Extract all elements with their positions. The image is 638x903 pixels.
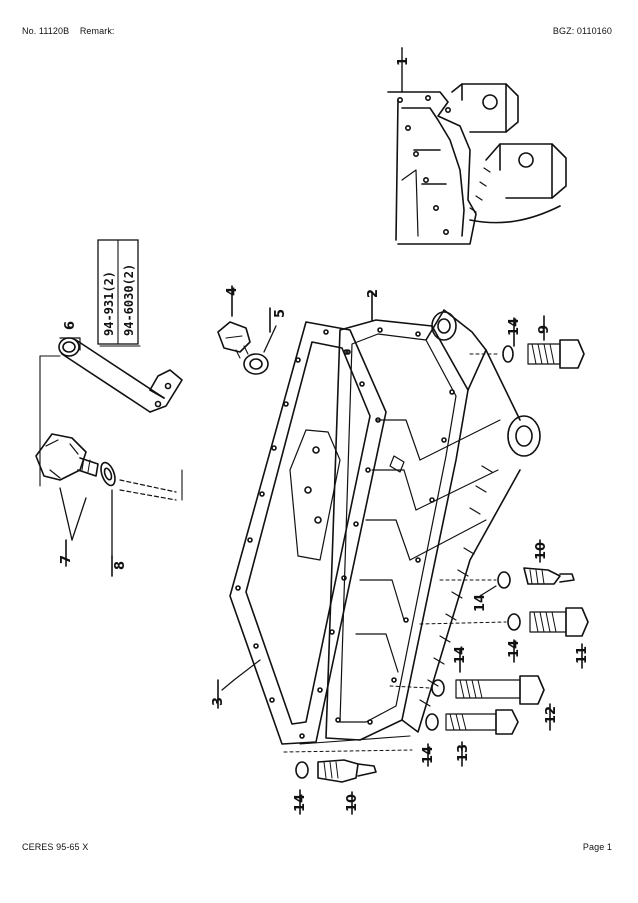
callouts: 1 2 3 4 5 6 7 8 9 10 10 11 12 13 14 14 1… bbox=[59, 57, 590, 812]
callout-14f: 14 bbox=[293, 794, 308, 812]
callout-8: 8 bbox=[113, 561, 128, 570]
callout-14c: 14 bbox=[507, 640, 522, 658]
note-line-1: 94-931(2) bbox=[102, 271, 116, 336]
dipstick-tube-part bbox=[58, 337, 183, 413]
callout-14a: 14 bbox=[507, 318, 522, 336]
page-number: Page 1 bbox=[582, 842, 612, 852]
header-left: No. 11120B Remark: bbox=[22, 26, 115, 36]
plug-part bbox=[217, 321, 251, 359]
callout-9: 9 bbox=[537, 325, 552, 334]
callout-6: 6 bbox=[63, 321, 78, 330]
gasket-part bbox=[229, 321, 387, 745]
callout-11: 11 bbox=[575, 646, 590, 664]
callout-5: 5 bbox=[273, 309, 288, 318]
callout-7: 7 bbox=[59, 555, 74, 564]
bolt-13-part bbox=[425, 709, 519, 735]
callout-2: 2 bbox=[366, 289, 381, 298]
note-line-2: 94-6030(2) bbox=[122, 264, 136, 336]
bolt-11-part bbox=[419, 607, 589, 637]
callout-12: 12 bbox=[544, 706, 559, 724]
sealing-ring-part bbox=[243, 353, 269, 375]
callout-1: 1 bbox=[396, 57, 411, 66]
remark-label: Remark: bbox=[79, 26, 115, 36]
bolt-9-part bbox=[469, 339, 585, 369]
callout-3: 3 bbox=[211, 697, 226, 706]
callout-10: 10 bbox=[534, 542, 549, 560]
callout-14e: 14 bbox=[421, 746, 436, 764]
engine-block-part bbox=[387, 83, 567, 245]
note-box: 94-931(2) 94-6030(2) bbox=[97, 239, 139, 345]
model-name: CERES 95-65 X bbox=[22, 842, 89, 852]
callout-14b: 14 bbox=[473, 594, 488, 612]
bolt-12-part bbox=[389, 675, 545, 705]
bgz-code: BGZ: 0110160 bbox=[552, 26, 612, 36]
bolt-10-part bbox=[439, 567, 575, 589]
drain-plug-part bbox=[35, 433, 177, 501]
oil-sump-part bbox=[325, 309, 541, 741]
callout-4: 4 bbox=[225, 287, 240, 296]
callout-14d: 14 bbox=[453, 646, 468, 664]
callout-10b: 10 bbox=[345, 794, 360, 812]
bolt-10b-part bbox=[283, 735, 413, 783]
callout-13: 13 bbox=[456, 744, 471, 762]
doc-number: No. 11120B bbox=[22, 26, 70, 36]
